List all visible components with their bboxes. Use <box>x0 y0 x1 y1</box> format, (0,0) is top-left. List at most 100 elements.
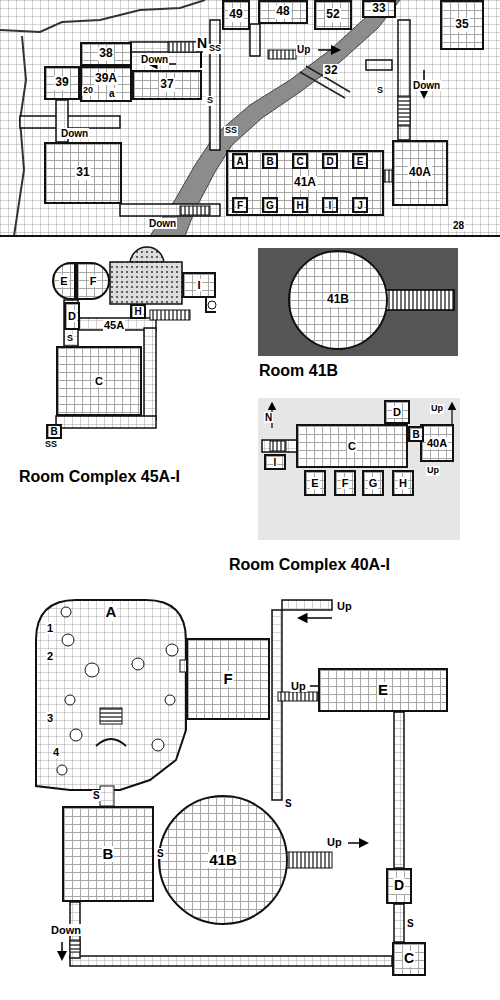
room-number: H <box>398 477 408 489</box>
room-number: 33 <box>371 2 386 15</box>
map-label: Down <box>412 80 441 91</box>
map-room: F <box>334 470 356 496</box>
overview-map-part <box>168 42 198 52</box>
room-number: F <box>341 477 350 489</box>
map-room: F <box>186 638 270 720</box>
figure-caption: Room Complex 40A-I <box>228 556 391 574</box>
overview-map-part <box>318 49 338 51</box>
map-room: H <box>392 470 414 496</box>
map-room: E <box>352 153 368 169</box>
map-label: 28 <box>452 220 465 231</box>
room-number: D <box>325 156 334 167</box>
room-41b-panel-part <box>386 290 454 310</box>
room-number: D <box>67 310 77 322</box>
map-room: I <box>182 272 216 298</box>
room-number: C <box>403 951 415 966</box>
map-room: 33 <box>362 0 396 18</box>
map-label: S <box>156 848 165 859</box>
level-detail-map-part <box>70 940 80 952</box>
overview-map-part <box>14 36 26 236</box>
level-detail-map-part <box>61 942 63 958</box>
level-detail-map-part <box>394 712 404 868</box>
figure-caption: Room 41B <box>258 362 339 380</box>
map-label: Up <box>426 466 440 476</box>
level-detail-map-part <box>70 729 82 741</box>
map-label: Up <box>430 404 444 414</box>
level-detail-map-part <box>61 607 71 617</box>
room-number: I <box>273 457 278 468</box>
map-room: E <box>52 262 76 300</box>
room-number: 31 <box>75 166 90 179</box>
map-room: D <box>64 302 80 330</box>
map-room: 37 <box>132 70 202 100</box>
room-number: 41B <box>208 852 238 869</box>
map-room: 40A <box>420 424 454 462</box>
overview-map-part <box>120 204 220 216</box>
level-detail-map-part <box>96 739 126 746</box>
overview-map-part <box>0 0 205 32</box>
room-number: E <box>377 682 389 699</box>
level-detail-map-part <box>286 852 332 868</box>
level-detail-map-part <box>36 600 186 790</box>
overview-map-part <box>200 52 202 68</box>
level-detail-map-part <box>100 786 114 806</box>
room-number: B <box>102 846 115 863</box>
room-number: D <box>392 406 402 418</box>
map-room: D <box>386 868 412 904</box>
map-label: Down <box>60 128 89 139</box>
level-detail-map-part <box>272 610 282 800</box>
room-number: E <box>310 477 319 489</box>
level-detail-map-part <box>132 658 144 670</box>
overview-map-part <box>250 24 260 56</box>
level-detail-map-part <box>70 956 392 966</box>
room-complex-40-part <box>270 441 286 451</box>
map-room: 48 <box>258 0 308 24</box>
map-room: A <box>232 153 248 169</box>
overview-map-part <box>398 96 410 126</box>
room-number: 40A <box>426 437 448 449</box>
map-room: H <box>130 304 146 319</box>
map-room: 39 <box>44 66 80 100</box>
map-room: 39A <box>80 66 132 102</box>
map-label: S <box>206 96 214 106</box>
map-room: G <box>262 197 278 213</box>
map-label: Up <box>326 836 343 848</box>
room-number: F <box>222 671 233 688</box>
room-number: 35 <box>454 18 469 31</box>
map-label: SS <box>224 126 238 136</box>
room-complex-45-part <box>110 262 182 304</box>
map-room: F <box>232 197 248 213</box>
map-label: Down <box>50 924 82 936</box>
overview-map-part <box>20 116 120 128</box>
overview-map-part <box>398 20 410 140</box>
map-room: 52 <box>314 0 352 30</box>
figure-caption: Room Complex 45A-I <box>18 468 181 486</box>
room-number: H <box>133 306 142 317</box>
map-room: B <box>262 153 278 169</box>
overview-map-part <box>150 0 400 236</box>
map-label: SS <box>44 440 58 450</box>
map-room: 41AABCDEFGHIJ <box>226 150 384 216</box>
room-number: 37 <box>159 78 174 91</box>
level-detail-map-part <box>165 695 175 705</box>
room-number: C <box>347 440 357 452</box>
room-number: H <box>295 200 304 211</box>
map-label: Down <box>140 54 169 65</box>
room-number: E <box>356 156 365 167</box>
room-number: 39A <box>94 72 118 85</box>
map-label: Up <box>336 600 353 612</box>
room-number: 40A <box>408 166 432 179</box>
room-number: F <box>89 275 98 287</box>
map-label: 20 <box>82 86 94 96</box>
map-room: F <box>76 262 110 300</box>
level-detail-map-part <box>57 765 67 775</box>
room-41b-panel-part <box>258 248 458 356</box>
map-label: S <box>92 790 101 801</box>
room-number: 41A <box>293 176 317 189</box>
map-room: I <box>322 197 338 213</box>
map-room: C <box>292 153 308 169</box>
map-label: 3 <box>46 712 54 724</box>
map-room: A <box>36 600 186 786</box>
map-room: 45A <box>86 317 142 334</box>
map-room: 40A <box>392 140 448 206</box>
